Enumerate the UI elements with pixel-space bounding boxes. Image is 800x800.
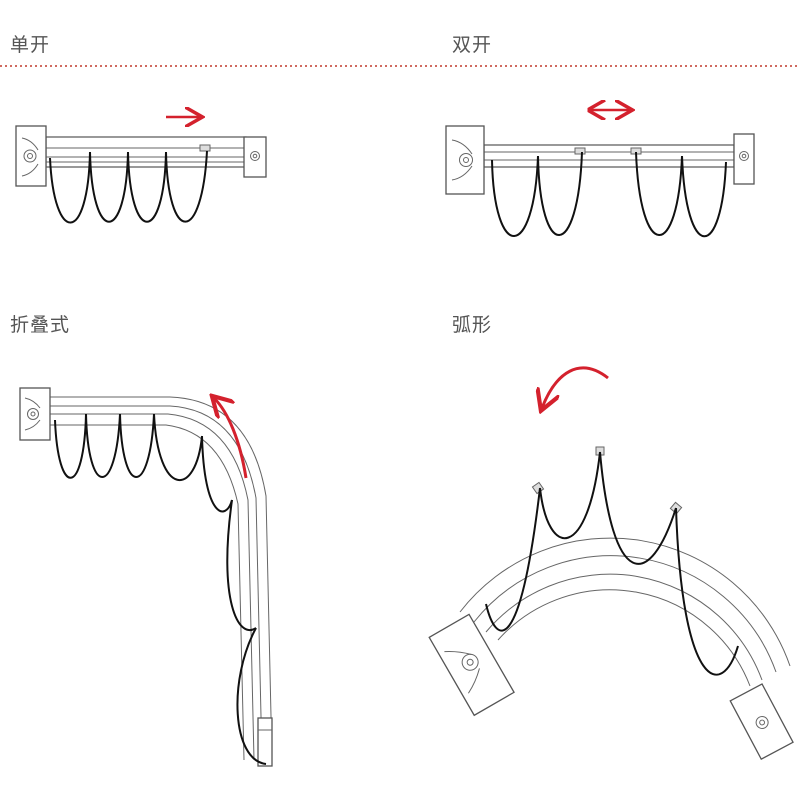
double-curtain-folds bbox=[491, 151, 727, 238]
single-left-endcap bbox=[15, 125, 47, 187]
single-right-endcap bbox=[243, 136, 267, 178]
arc-right-endcap bbox=[729, 683, 794, 761]
arc-left-endcap bbox=[428, 613, 515, 717]
label-folding: 折叠式 bbox=[10, 314, 71, 336]
double-left-endcap bbox=[445, 125, 485, 195]
folding-direction-arrow bbox=[214, 398, 248, 479]
double-runner-left bbox=[574, 147, 586, 155]
arc-runner-left bbox=[531, 481, 545, 495]
single-curtain-folds bbox=[49, 150, 208, 224]
folding-left-endcap bbox=[19, 387, 51, 441]
label-arc: 弧形 bbox=[452, 314, 493, 336]
double-right-endcap bbox=[733, 133, 755, 185]
double-rail bbox=[483, 144, 735, 168]
arc-direction-arrow bbox=[542, 366, 609, 408]
arc-track bbox=[428, 366, 794, 761]
arc-curtain-folds bbox=[485, 451, 739, 676]
label-double-open: 双开 bbox=[452, 34, 493, 56]
folding-bottom-endcap bbox=[257, 717, 273, 767]
single-open-track bbox=[15, 117, 267, 224]
folding-track bbox=[19, 387, 273, 767]
folding-curtain-folds bbox=[54, 413, 267, 765]
label-single-open: 单开 bbox=[10, 34, 51, 56]
single-runner bbox=[199, 144, 211, 152]
double-open-track bbox=[445, 110, 755, 238]
